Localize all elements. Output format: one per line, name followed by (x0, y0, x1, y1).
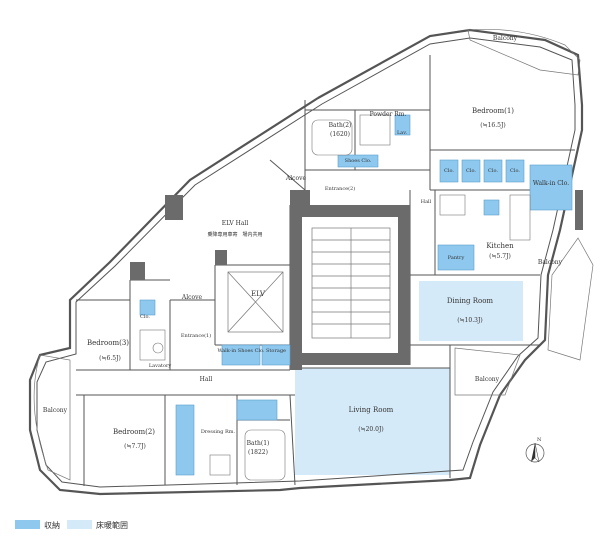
label-bath2-size: (1620) (330, 131, 350, 138)
label-entrance1: Entrance(1) (181, 332, 211, 339)
label-storage: Storage (266, 348, 286, 354)
label-bath1: Bath(1) (247, 440, 270, 447)
balcony-right-outline (547, 237, 594, 361)
label-clo3: Clo. (488, 168, 498, 174)
fixtures (139, 114, 531, 481)
label-kitchen-area: (≒5.7J) (489, 253, 511, 260)
north-arrow-icon: N (525, 437, 545, 463)
label-entrance2: Entrance(2) (325, 185, 355, 192)
label-bedroom3: Bedroom(3) (87, 339, 129, 347)
label-alcove-top: Alcove (285, 175, 307, 182)
label-lavatory: Lavatory (149, 363, 172, 369)
living-heating-area (295, 368, 450, 475)
legend-heating-swatch (67, 520, 92, 529)
label-powder-rm: Powder Rm. (370, 111, 407, 118)
label-alcove-left: Alcove (181, 294, 203, 301)
storage-areas (139, 114, 573, 476)
balcony-lower-right-outline (454, 347, 521, 396)
outer-walls (28, 28, 584, 496)
label-kitchen: Kitchen (486, 242, 514, 250)
label-living-area: (≒20.0J) (358, 426, 383, 433)
label-pantry: Pantry (448, 255, 465, 261)
core-walls (130, 190, 583, 370)
label-dining-room: Dining Room (447, 297, 494, 305)
legend-storage-label: 収納 (44, 520, 60, 530)
legend-storage-swatch (15, 520, 40, 529)
label-dining-area: (≒10.3J) (457, 317, 482, 324)
label-bedroom2: Bedroom(2) (113, 428, 155, 436)
label-balcony-right: Balcony (538, 259, 563, 266)
label-balcony-top: Balcony (493, 35, 518, 42)
label-hall-right: Hall (421, 199, 432, 205)
legend: 収納 床暖範囲 (15, 520, 128, 530)
label-lav-top: Lav. (397, 130, 408, 136)
balcony-left-outline (33, 354, 71, 481)
balcony-top-outline (467, 28, 581, 76)
north-label: N (537, 437, 542, 443)
label-elv: ELV (251, 290, 266, 298)
label-balcony-lower-right: Balcony (475, 376, 500, 383)
label-bath1-size: (1822) (248, 449, 268, 456)
label-elv-hall: ELV Hall (222, 220, 249, 227)
label-walk-in-clo-right: Walk-in Clo. (533, 180, 569, 187)
label-living-room: Living Room (349, 406, 394, 414)
label-balcony-left: Balcony (43, 407, 68, 414)
stairs (311, 227, 391, 339)
label-bedroom2-area: (≒7.7J) (124, 443, 146, 450)
label-bedroom3-area: (≒6.5J) (99, 355, 121, 362)
label-elv-hall-note: 乗降専用車寄 場内共用 (207, 231, 262, 238)
label-clo2: Clo. (466, 168, 476, 174)
elevator-car (227, 271, 284, 333)
label-bath2: Bath(2) (329, 122, 352, 129)
legend-heating-label: 床暖範囲 (96, 520, 128, 530)
label-dressing-rm: Dressing Rm. (201, 429, 236, 435)
dining-heating-area (419, 281, 523, 341)
label-clo4: Clo. (510, 168, 520, 174)
label-hall-left: Hall (200, 376, 213, 383)
label-walk-in-shoes-clo: Walk-in Shoes Clo. (217, 348, 264, 354)
label-clo1: Clo. (444, 168, 454, 174)
label-bedroom1-area: (≒16.5J) (480, 122, 505, 129)
label-clo-left: Clo. (140, 314, 150, 320)
label-shoes-clo-top: Shoes Clo. (345, 158, 372, 164)
label-bedroom1: Bedroom(1) (472, 107, 514, 115)
